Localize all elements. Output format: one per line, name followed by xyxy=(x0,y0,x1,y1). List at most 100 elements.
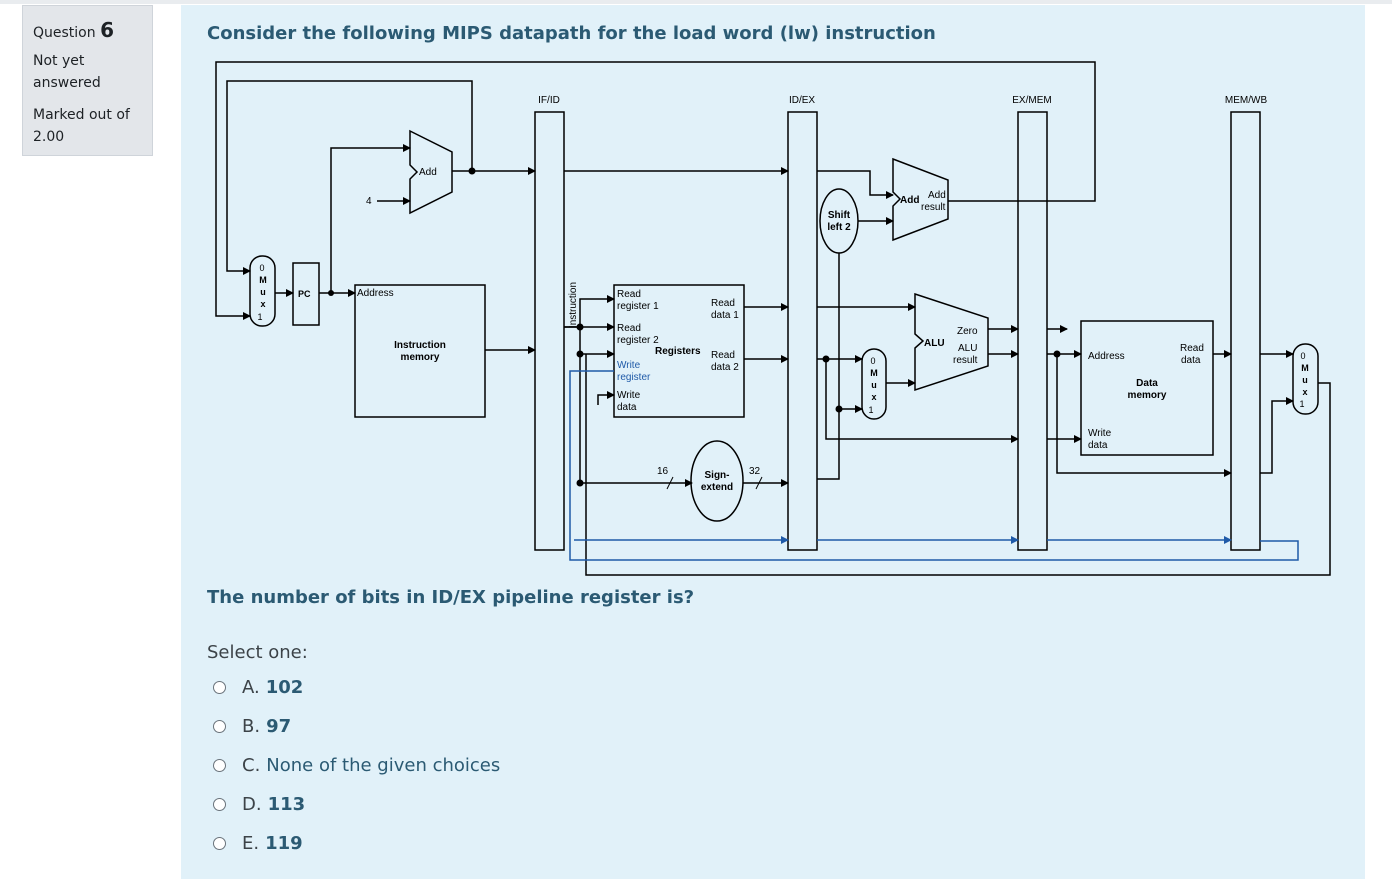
registers-label: Registers xyxy=(655,346,701,357)
alu-mux-1: 1 xyxy=(868,405,873,415)
option-d-letter: D. xyxy=(242,794,262,815)
alu-result-label-a: ALU xyxy=(958,343,977,354)
imem-label-2: memory xyxy=(401,352,440,363)
shift-label-b: left 2 xyxy=(827,222,851,233)
read-data1-label-a: Read xyxy=(711,298,735,309)
write-data-label-a: Write xyxy=(617,390,641,401)
bits-16-label: 16 xyxy=(657,466,669,477)
pc-adder xyxy=(409,129,453,215)
zero-label: Zero xyxy=(957,326,978,337)
imem-address-label: Address xyxy=(357,288,394,299)
wb-mux-1: 1 xyxy=(1299,399,1304,409)
question-text: The number of bits in ID/EX pipeline reg… xyxy=(207,587,695,608)
wb-mux-m: M xyxy=(1301,363,1309,373)
bits-32-label: 32 xyxy=(749,466,761,477)
imem-label-1: Instruction xyxy=(394,340,446,351)
dmem-label-1: Data xyxy=(1136,378,1158,389)
dmem-write-label-b: data xyxy=(1088,440,1108,451)
add-result-label-a: Add xyxy=(928,190,946,201)
option-a-letter: A. xyxy=(242,677,260,698)
add-result-label-b: result xyxy=(921,202,946,213)
mem-wb-label: MEM/WB xyxy=(1225,95,1268,106)
id-ex-register xyxy=(787,111,818,551)
option-e[interactable]: E. 119 xyxy=(213,833,500,872)
option-c-text: None of the given choices xyxy=(266,755,501,776)
data-memory xyxy=(1080,320,1214,456)
pc-mux-m: M xyxy=(259,275,267,285)
question-number: Question 6 xyxy=(33,18,114,42)
pc-mux-0: 0 xyxy=(259,263,264,273)
id-ex-label: ID/EX xyxy=(789,95,815,106)
option-c[interactable]: C. None of the given choices xyxy=(213,755,500,794)
alu-result-label-b: result xyxy=(953,355,978,366)
option-e-letter: E. xyxy=(242,833,260,854)
option-d-text: 113 xyxy=(267,794,306,815)
instruction-bus-label: Instruction xyxy=(568,282,579,328)
read-reg1-label-b: register 1 xyxy=(617,301,659,312)
read-data2-label-b: data 2 xyxy=(711,362,739,373)
option-a-text: 102 xyxy=(265,677,304,698)
if-id-register xyxy=(534,111,565,551)
instruction-memory xyxy=(354,284,486,418)
radio-c[interactable] xyxy=(213,759,226,772)
option-c-letter: C. xyxy=(242,755,261,776)
radio-e[interactable] xyxy=(213,837,226,850)
dmem-label-2: memory xyxy=(1128,390,1167,401)
read-reg2-label-b: register 2 xyxy=(617,335,659,346)
mem-wb-register xyxy=(1230,111,1261,551)
pc-mux-1: 1 xyxy=(257,312,262,322)
ex-mem-label: EX/MEM xyxy=(1012,95,1051,106)
read-reg2-label-a: Read xyxy=(617,323,641,334)
wb-mux-x: x xyxy=(1302,387,1307,397)
alu-mux-x: x xyxy=(871,392,876,402)
pc-mux xyxy=(249,255,276,327)
dmem-write-label-a: Write xyxy=(1088,428,1112,439)
pc-label: PC xyxy=(298,289,311,299)
question-grade: Marked out of 2.00 xyxy=(33,107,130,145)
read-data1-label-b: data 1 xyxy=(711,310,739,321)
shift-label-a: Shift xyxy=(828,210,851,221)
read-reg1-label-a: Read xyxy=(617,289,641,300)
alu-mux-u: u xyxy=(871,380,877,390)
pc-adder-label: Add xyxy=(419,167,437,178)
option-b[interactable]: B. 97 xyxy=(213,716,500,755)
read-data2-label-a: Read xyxy=(711,350,735,361)
option-b-text: 97 xyxy=(266,716,292,737)
question-title: Consider the following MIPS datapath for… xyxy=(207,23,936,44)
constant-four: 4 xyxy=(366,196,372,207)
ex-mem-register xyxy=(1017,111,1048,551)
answer-options: A. 102 B. 97 C. None of the given choice… xyxy=(213,677,500,872)
sign-extend-label-b: extend xyxy=(701,482,733,493)
radio-d[interactable] xyxy=(213,798,226,811)
sign-extend-label-a: Sign- xyxy=(705,470,730,481)
question-state: Not yet answered xyxy=(33,53,101,91)
top-border xyxy=(0,0,1392,4)
radio-a[interactable] xyxy=(213,681,226,694)
alu-label: ALU xyxy=(924,338,945,349)
option-b-letter: B. xyxy=(242,716,261,737)
pc-mux-x: x xyxy=(260,299,265,309)
wb-mux-0: 0 xyxy=(1300,351,1305,361)
select-one-prompt: Select one: xyxy=(207,642,308,663)
write-reg-label-b: register xyxy=(617,372,651,383)
pc-register xyxy=(292,262,320,326)
if-id-label: IF/ID xyxy=(538,95,560,106)
write-reg-label-a: Write xyxy=(617,360,641,371)
branch-add-label: Add xyxy=(900,195,919,206)
dmem-read-label-b: data xyxy=(1181,355,1201,366)
dmem-read-label-a: Read xyxy=(1180,343,1204,354)
dmem-address-label: Address xyxy=(1088,351,1125,362)
wb-mux xyxy=(1292,343,1319,415)
alu-src-mux xyxy=(861,348,887,420)
shift-left-2 xyxy=(819,188,859,254)
write-data-label-b: data xyxy=(617,402,637,413)
wb-mux-u: u xyxy=(1302,375,1308,385)
option-d[interactable]: D. 113 xyxy=(213,794,500,833)
mips-datapath-diagram: IF/ID ID/EX EX/MEM MEM/WB Add 4 PC Addre… xyxy=(215,61,1331,576)
option-a[interactable]: A. 102 xyxy=(213,677,500,716)
alu-mux-m: M xyxy=(870,368,878,378)
question-content: Consider the following MIPS datapath for… xyxy=(181,5,1365,879)
option-e-text: 119 xyxy=(265,833,303,854)
register-file xyxy=(613,284,745,418)
radio-b[interactable] xyxy=(213,720,226,733)
